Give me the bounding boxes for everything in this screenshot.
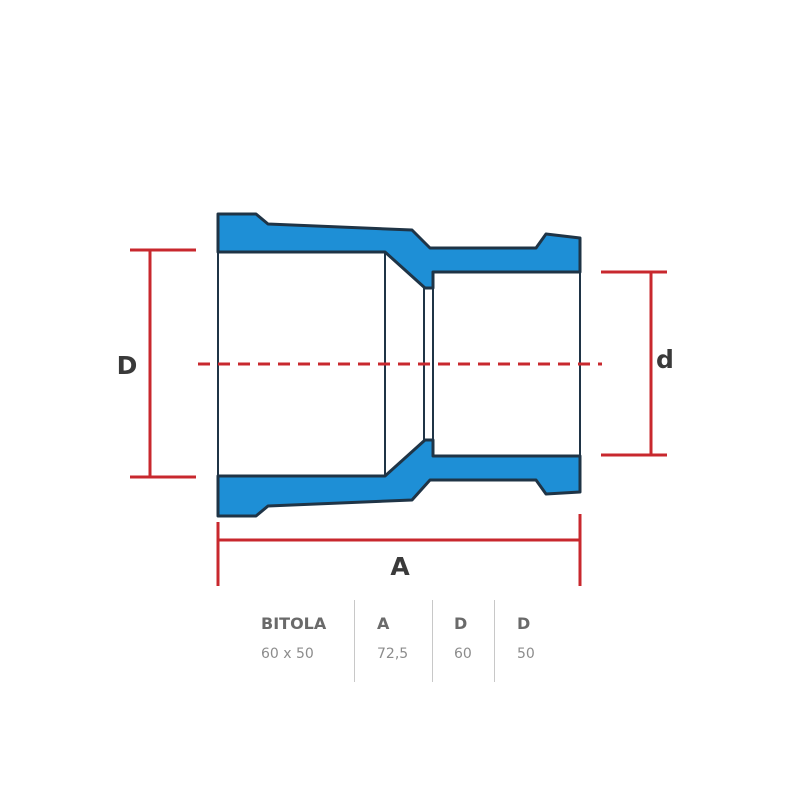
table-column-d-outer: D 60 [433,600,493,682]
table-divider [354,600,355,682]
table-header-bitola: BITOLA [261,614,327,633]
label-outer-diameter: D [117,351,138,380]
fitting-top-wall [216,212,582,290]
table-divider [432,600,433,682]
table-cell-a: 72,5 [377,646,409,662]
spec-table: BITOLA 60 x 50 A 72,5 D 60 D 50 [250,600,560,682]
table-header-a: A [377,614,390,633]
dimension-outer-diameter [130,248,196,479]
dimension-inner-diameter [601,270,667,457]
fitting-bottom-wall [216,438,582,518]
dimension-length [216,514,582,586]
table-header-d-inner: D [517,614,531,633]
label-inner-diameter: d [656,345,674,374]
table-cell-bitola: 60 x 50 [261,646,314,662]
table-cell-d-inner: 50 [517,646,535,662]
table-header-d-outer: D [454,614,468,633]
table-column-a: A 72,5 [355,600,431,682]
table-cell-d-outer: 60 [454,646,472,662]
table-divider [494,600,495,682]
table-column-bitola: BITOLA 60 x 50 [250,600,354,682]
table-column-d-inner: D 50 [495,600,555,682]
label-length: A [390,552,410,581]
